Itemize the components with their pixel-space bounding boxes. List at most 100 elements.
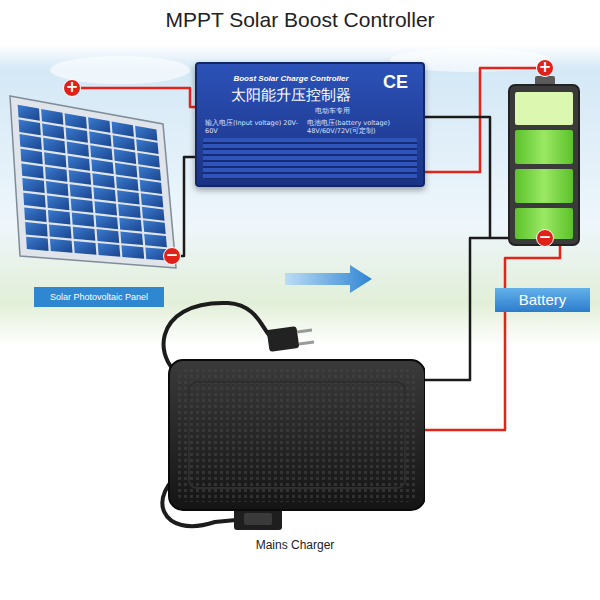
- solar-cell: [97, 229, 120, 243]
- solar-cell: [117, 190, 140, 204]
- controller-subtitle: 电动车专用: [315, 106, 375, 116]
- iec-socket: [244, 513, 272, 525]
- solar-cell: [114, 149, 136, 164]
- battery-cell: [515, 92, 573, 125]
- plug-prong: [299, 342, 314, 344]
- solar-cell: [144, 234, 167, 247]
- solar-panel-art: [8, 88, 180, 284]
- heat-sink-ribs: [203, 138, 417, 179]
- mains-charger: Mains Charger: [165, 350, 425, 560]
- solar-cell: [41, 109, 63, 125]
- solar-cell: [25, 222, 47, 236]
- solar-cell: [24, 207, 46, 222]
- solar-cell: [49, 224, 72, 238]
- solar-cell: [23, 193, 45, 208]
- solar-cell: [68, 156, 90, 171]
- charger-panel: [189, 382, 405, 488]
- sky-ground: [0, 45, 600, 345]
- solar-cell: [67, 142, 89, 157]
- battery-body: [509, 85, 579, 245]
- solar-cell: [18, 105, 40, 121]
- controller-chinese-name: 太阳能升压控制器: [211, 86, 371, 105]
- solar-cell: [44, 152, 66, 167]
- solar-cell: [50, 239, 73, 253]
- solar-cell: [45, 167, 67, 182]
- flow-arrow: [285, 265, 372, 293]
- solar-cell: [137, 153, 159, 168]
- solar-cell: [113, 135, 135, 150]
- wire: [172, 157, 195, 256]
- spec-text: 输入电压(Input voltage) 20V-60V: [205, 119, 303, 135]
- charger-art: [165, 350, 425, 530]
- solar-panel-art: [8, 88, 180, 310]
- wire-pair: [425, 238, 560, 430]
- solar-cell: [135, 126, 157, 141]
- solar-cell: [43, 138, 65, 154]
- solar-cell: [69, 170, 91, 185]
- solar-cell: [96, 215, 119, 229]
- charger-body: [169, 360, 425, 510]
- plug-prong: [297, 330, 312, 332]
- iec-connector: [234, 508, 282, 530]
- battery-label: Battery: [519, 291, 567, 308]
- battery: Battery: [495, 75, 590, 315]
- controller-heading: Boost Solar Charge Controller: [211, 74, 371, 83]
- solar-cell: [22, 178, 44, 193]
- spec-text: 电池电压(battery voltage) 48V/60V/72V(可定制): [307, 119, 419, 135]
- solar-cell: [90, 145, 112, 160]
- solar-cell: [112, 122, 134, 137]
- panel-frame: [10, 96, 176, 268]
- battery-art: [495, 75, 590, 315]
- terminal-sign: +: [63, 79, 81, 97]
- solar-cell: [120, 232, 143, 246]
- solar-cell: [66, 127, 88, 142]
- battery-cell: [515, 130, 573, 164]
- wire: [425, 238, 490, 380]
- solar-cell: [20, 134, 42, 150]
- solar-cell: [140, 180, 162, 194]
- solar-cell: [46, 181, 68, 196]
- battery-cell: [515, 169, 573, 203]
- solar-cell: [136, 139, 158, 154]
- solar-cell: [88, 117, 110, 133]
- solar-cell: [122, 245, 145, 259]
- solar-cell: [26, 237, 48, 251]
- solar-cell: [92, 173, 114, 188]
- solar-cell: [21, 149, 43, 164]
- solar-cell: [73, 227, 96, 241]
- solar-cell: [143, 220, 166, 234]
- solar-cell: [48, 210, 70, 224]
- solar-cell: [116, 177, 139, 192]
- solar-cell: [141, 193, 164, 207]
- solar-cell: [42, 123, 64, 139]
- solar-cell: [119, 218, 142, 232]
- solar-cell: [91, 159, 113, 174]
- mains-charger-art: [165, 350, 425, 560]
- solar-cell: [19, 120, 41, 136]
- terminal-sign: +: [536, 59, 554, 77]
- solar-cell: [98, 243, 121, 257]
- solar-cell: [139, 166, 162, 180]
- solar-cell: [65, 113, 87, 129]
- solar-cell: [71, 198, 94, 212]
- solar-cell: [72, 213, 95, 227]
- plug-body: [267, 326, 300, 352]
- solar-cell: [70, 184, 92, 199]
- terminal-sign: −: [163, 247, 181, 265]
- panel-label-band: Solar Photovoltaic Panel: [34, 287, 164, 307]
- charger-label: Mains Charger: [165, 538, 425, 552]
- solar-cell: [95, 201, 118, 215]
- solar-cell: [93, 187, 116, 201]
- solar-cell: [118, 204, 141, 218]
- solar-cell: [142, 207, 165, 221]
- ce-mark: CE: [383, 72, 419, 93]
- battery-art: [495, 75, 590, 251]
- solar-cell: [74, 241, 97, 255]
- battery-label-band: Battery: [495, 288, 590, 312]
- wire: [425, 245, 560, 430]
- terminal-sign: −: [536, 229, 554, 247]
- solar-panel: Solar Photovoltaic Panel: [8, 88, 180, 310]
- panel-label: Solar Photovoltaic Panel: [50, 292, 148, 302]
- solar-cell: [21, 163, 43, 178]
